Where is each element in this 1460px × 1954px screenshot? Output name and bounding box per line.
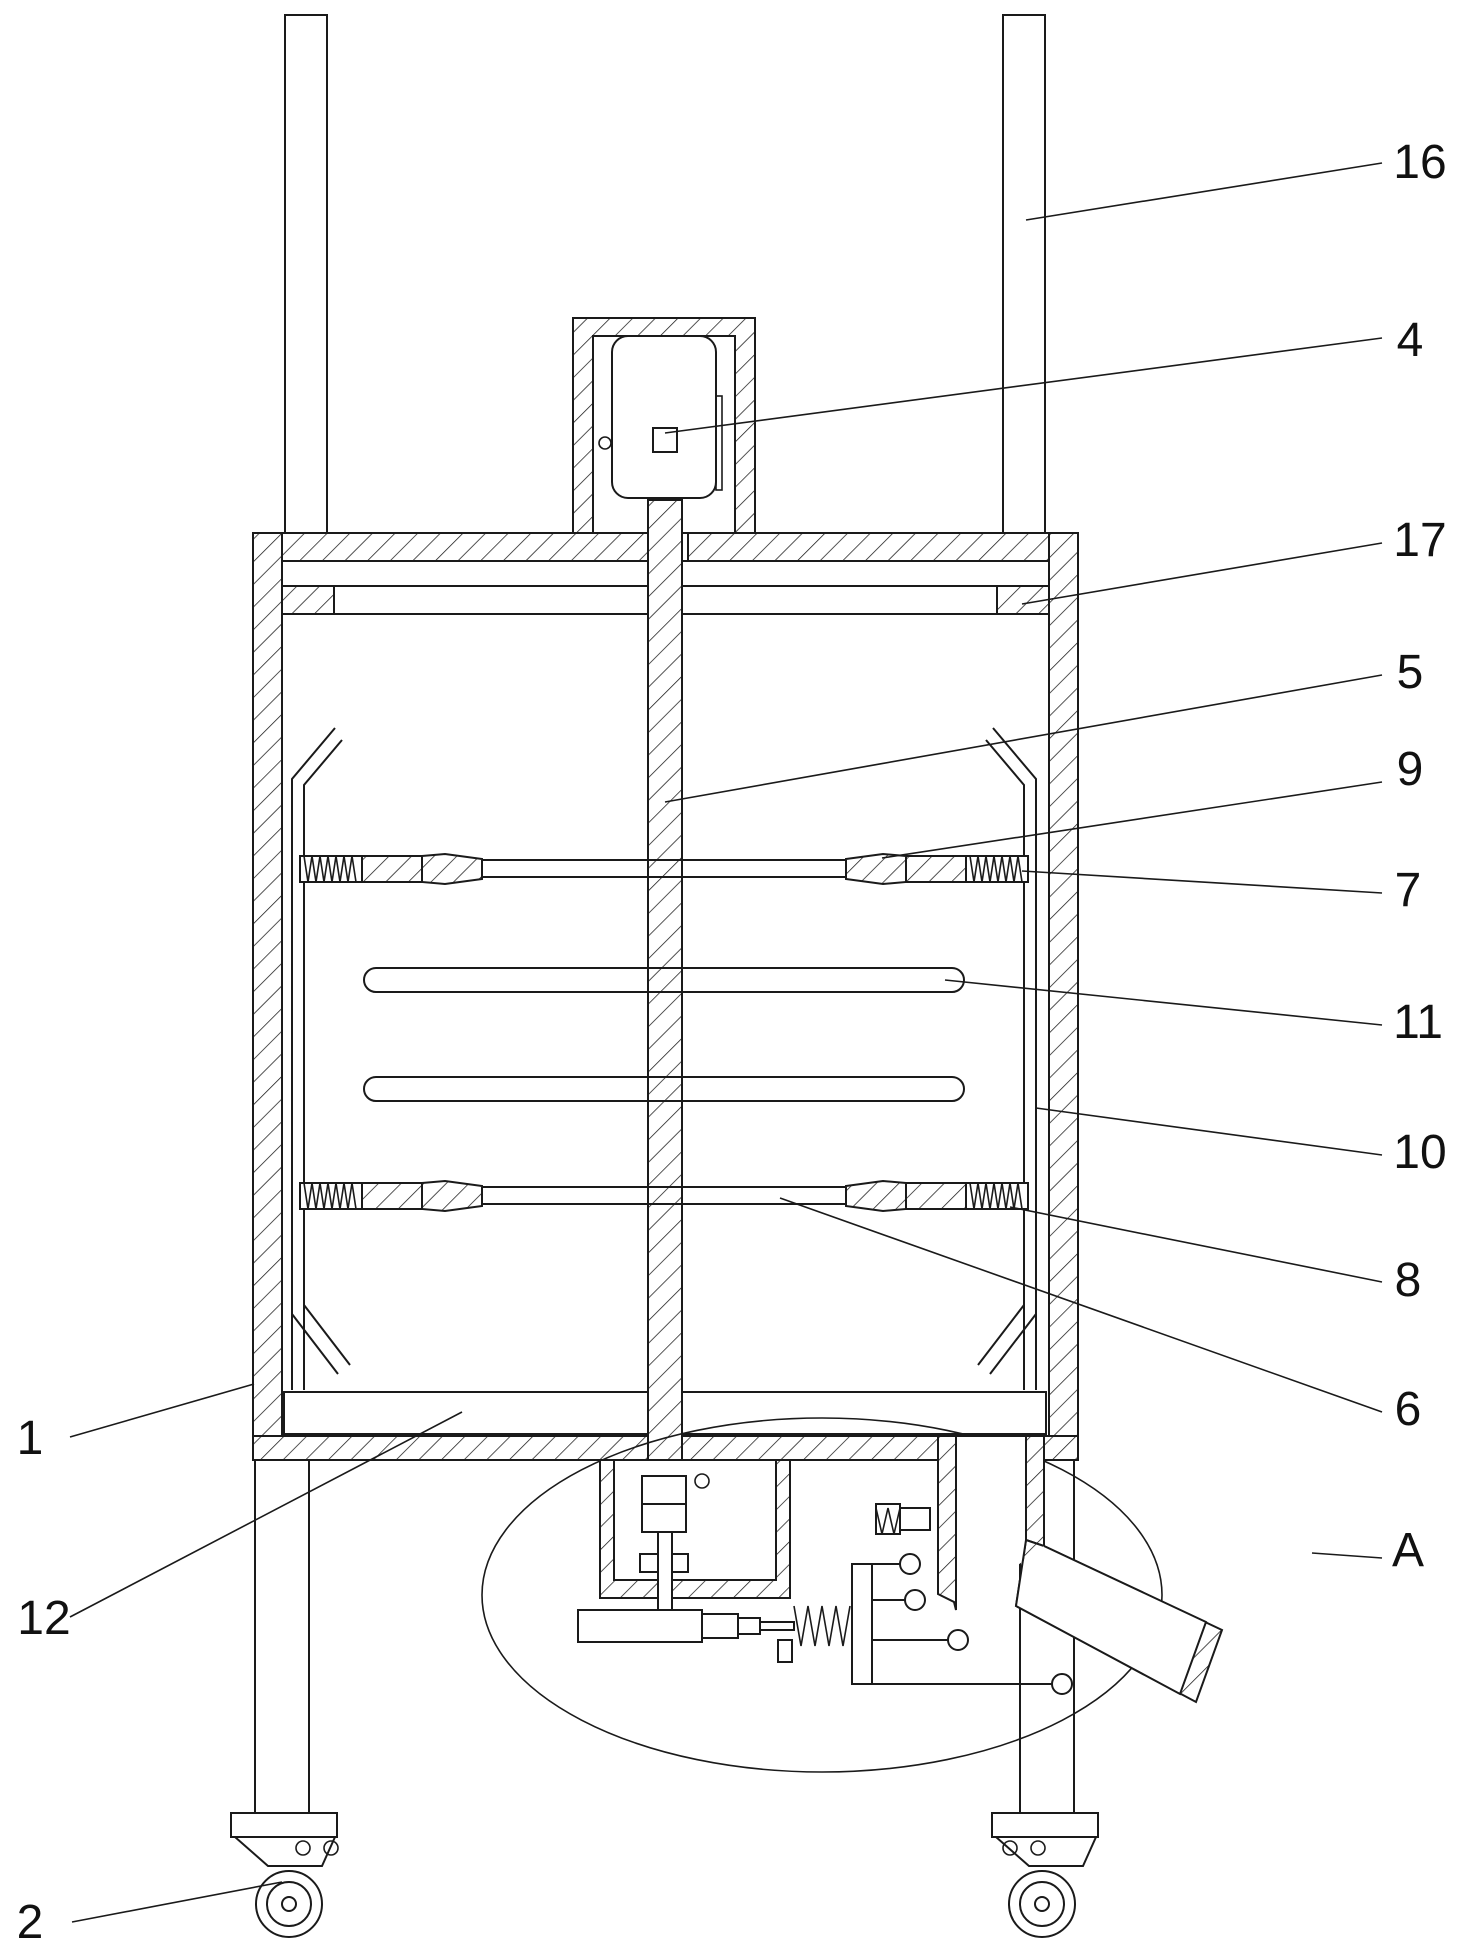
vertical-post-right bbox=[998, 14, 1050, 564]
callout-4: 4 bbox=[1397, 314, 1424, 367]
central-stirring-shaft bbox=[647, 499, 683, 1491]
callout-8: 8 bbox=[1395, 1254, 1422, 1307]
callout-labels: 16 4 17 5 9 7 11 10 8 6 1 12 A 2 bbox=[17, 136, 1447, 1949]
leader-lines bbox=[69, 162, 1383, 1923]
upper-telescopic-rod bbox=[299, 852, 1029, 886]
leg-left bbox=[254, 1459, 310, 1814]
callout-a: A bbox=[1392, 1524, 1424, 1577]
callout-16: 16 bbox=[1393, 136, 1446, 189]
callout-9: 9 bbox=[1397, 743, 1424, 796]
callout-5: 5 bbox=[1397, 646, 1424, 699]
callout-12: 12 bbox=[17, 1592, 70, 1645]
callout-2: 2 bbox=[17, 1896, 44, 1949]
callout-10: 10 bbox=[1393, 1126, 1446, 1179]
lower-telescopic-rod bbox=[299, 1179, 1029, 1213]
callout-1: 1 bbox=[17, 1412, 44, 1465]
side-scraper-left bbox=[291, 727, 351, 1390]
callout-7: 7 bbox=[1395, 864, 1422, 917]
stirring-blades bbox=[363, 967, 965, 1102]
caster-wheel-left bbox=[230, 1812, 339, 1938]
callout-6: 6 bbox=[1395, 1383, 1422, 1436]
caster-wheel-right bbox=[991, 1812, 1099, 1938]
callout-17: 17 bbox=[1393, 514, 1446, 567]
side-scraper-right bbox=[977, 727, 1037, 1390]
callout-11: 11 bbox=[1393, 996, 1443, 1049]
detail-a-mechanism bbox=[481, 1417, 1224, 1773]
vertical-post-left bbox=[280, 14, 332, 564]
